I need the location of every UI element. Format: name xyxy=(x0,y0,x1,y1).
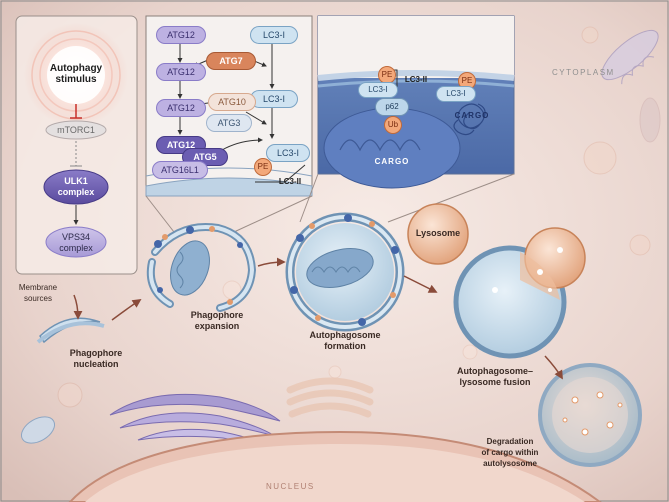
cargo-label-right: CARGO xyxy=(454,111,490,120)
lc3i-pill-3: LC3-I xyxy=(266,144,310,162)
cytoplasm-label: CYTOPLASM xyxy=(552,68,615,77)
ulk1-complex-label: ULK1 complex xyxy=(57,176,95,197)
degradation-label: Degradation of cargo within autolysosome xyxy=(481,437,539,468)
membrane-sources-label: Membrane sources xyxy=(18,283,58,303)
autophagy-stimulus-label: Autophagy stimulus xyxy=(49,63,103,85)
lc3i-pill-cargo-2: LC3-I xyxy=(436,86,476,102)
phagophore-nucleation-label: Phagophore nucleation xyxy=(69,348,123,369)
mtorc1-node xyxy=(45,120,107,140)
cargo-protein-aggregate xyxy=(453,103,486,136)
background-vesicles xyxy=(57,26,661,408)
atg12-pill-3: ATG12 xyxy=(156,99,206,117)
callout-lines xyxy=(145,173,515,233)
mtorc1-label: mTORC1 xyxy=(57,125,95,135)
atg12-pill-1: ATG12 xyxy=(156,26,206,44)
phagophore-expansion-label: Phagophore expansion xyxy=(190,310,244,331)
nucleus-label: NUCLEUS xyxy=(266,482,315,491)
atg12-pill-2: ATG12 xyxy=(156,63,206,81)
atg3-pill: ATG3 xyxy=(206,114,252,132)
ulk1-complex-node xyxy=(43,169,109,205)
phagophore-expansion-shape xyxy=(146,223,257,312)
autophagosome-shape xyxy=(285,212,405,332)
pe-circle-conjugation: PE xyxy=(254,158,272,176)
stage-arrows xyxy=(73,257,563,380)
vps34-complex-node xyxy=(45,226,107,258)
lysosome-shape xyxy=(407,203,469,265)
autophagosome-formation-label: Autophagosome formation xyxy=(309,330,381,351)
p62-circle: p62 xyxy=(375,98,409,116)
vps34-complex-label: VPS34 complex xyxy=(59,232,93,253)
lc3i-pill-2: LC3-I xyxy=(250,90,298,108)
autolysosome-shape xyxy=(538,363,642,467)
atg10-pill: ATG10 xyxy=(208,93,256,111)
lc3ii-label-conjugation: LC3-II xyxy=(278,177,302,186)
atg7-pill: ATG7 xyxy=(206,52,256,70)
lc3ii-label-cargo: LC3-II xyxy=(404,75,428,84)
pe-circle-cargo-2: PE xyxy=(458,72,476,90)
lc3i-pill-1: LC3-I xyxy=(250,26,298,44)
ub-circle: Ub xyxy=(384,116,402,134)
conjugation-arrows xyxy=(177,43,306,183)
pe-circle-cargo-1: PE xyxy=(378,66,396,84)
lysosome-label: Lysosome xyxy=(415,228,461,238)
cargo-label-bottom: CARGO xyxy=(374,157,410,166)
mitochondrion-right xyxy=(601,29,659,85)
golgi-apparatus xyxy=(286,377,374,418)
fusion-shape xyxy=(453,227,586,359)
mitochondrion-bottom-left xyxy=(20,416,56,444)
atg16l1-pill: ATG16L1 xyxy=(152,161,208,179)
fusion-label: Autophagosome– lysosome fusion xyxy=(456,366,533,387)
lc3i-pill-cargo-1: LC3-I xyxy=(358,82,398,98)
